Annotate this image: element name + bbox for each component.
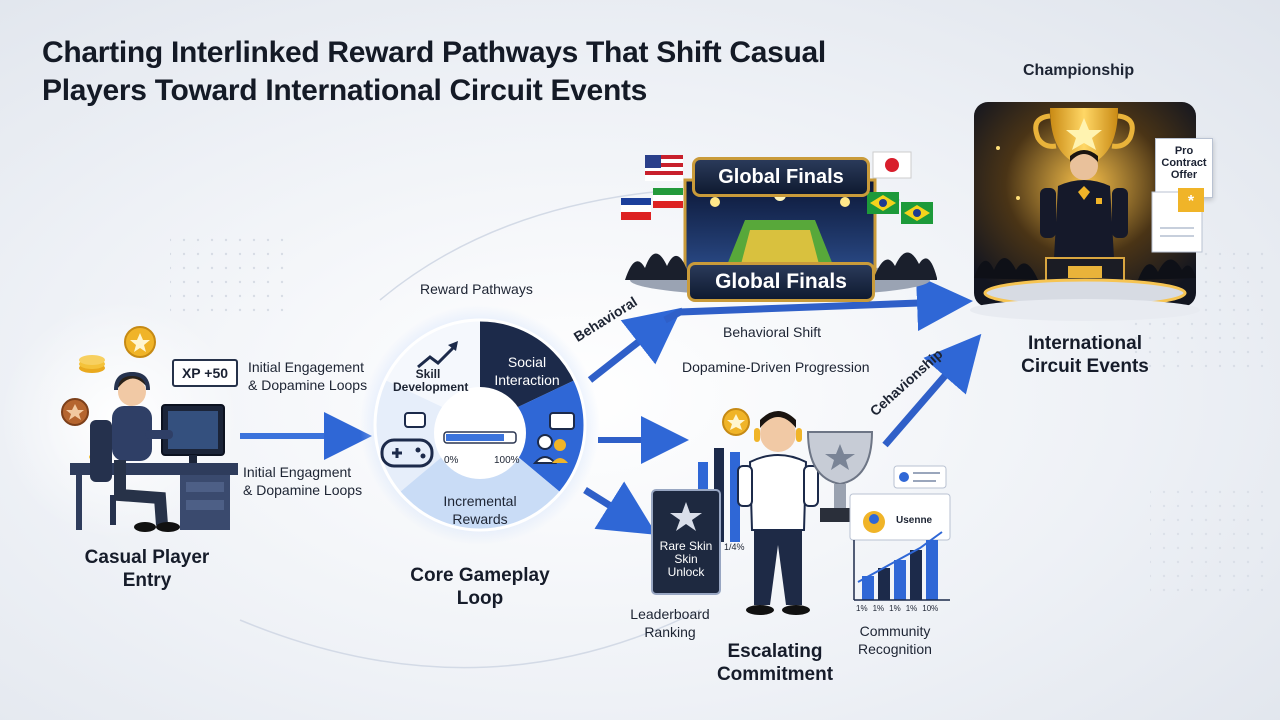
incremental-rewards-label: Incremental Rewards (443, 493, 517, 527)
core-gameplay-loop-label: Core Gameplay Loop (410, 565, 550, 609)
rare-skin-label: Rare Skin Skin Unlock (659, 539, 713, 579)
page-title: Charting Interlinked Reward Pathways Tha… (42, 36, 826, 107)
skill-development-label: Skill Development (393, 367, 469, 394)
championship-trophy-scene (970, 102, 1200, 321)
international-circuit-label: International Circuit Events (1021, 333, 1149, 377)
chart-tick-row: 1% 1% 1% 1% 10% (856, 604, 946, 613)
reward-pathways-label: Reward Pathways (420, 281, 533, 297)
svg-text:*: * (1188, 193, 1195, 210)
progress-end-label: 100% (494, 455, 520, 466)
contract-document-icon: * (1151, 188, 1204, 253)
leaderboard-label: Leaderboard Ranking (630, 606, 710, 640)
progress-start-label: 0% (444, 455, 459, 466)
core-loop-wheel (360, 305, 600, 545)
escalating-commitment-illustration (651, 408, 951, 615)
behavioral-shift-label: Behavioral Shift (723, 324, 822, 340)
chart-tick: 1% (856, 604, 868, 613)
casual-player-entry-label: Casual Player Entry (84, 547, 210, 591)
championship-label: Championship (1023, 62, 1135, 79)
escalating-commitment-label: Escalating Commitment (716, 641, 834, 685)
chart-tick: 1% (872, 604, 885, 613)
dopamine-progression-label: Dopamine-Driven Progression (682, 359, 870, 375)
global-finals-banner-bottom: Global Finals (687, 262, 875, 302)
chart-tick: 1% (889, 604, 901, 613)
global-finals-banner-top: Global Finals (692, 157, 870, 197)
chart-tick: 10% (922, 604, 939, 613)
bar-value-label: 1/4% (724, 542, 745, 552)
community-recognition-label: Community Recognition (858, 623, 932, 657)
social-interaction-label: Social Interaction (494, 354, 560, 388)
initial-engagement-label: Initial Engagement & Dopamine Loops (248, 359, 368, 393)
xp-badge: XP +50 (172, 359, 238, 387)
chart-tick: 1% (905, 604, 918, 613)
casual-player-illustration (61, 326, 238, 532)
profile-name-label: Usenne (896, 515, 933, 526)
initial-engagement-label-2: Initial Engagment & Dopamine Loops (243, 464, 363, 498)
